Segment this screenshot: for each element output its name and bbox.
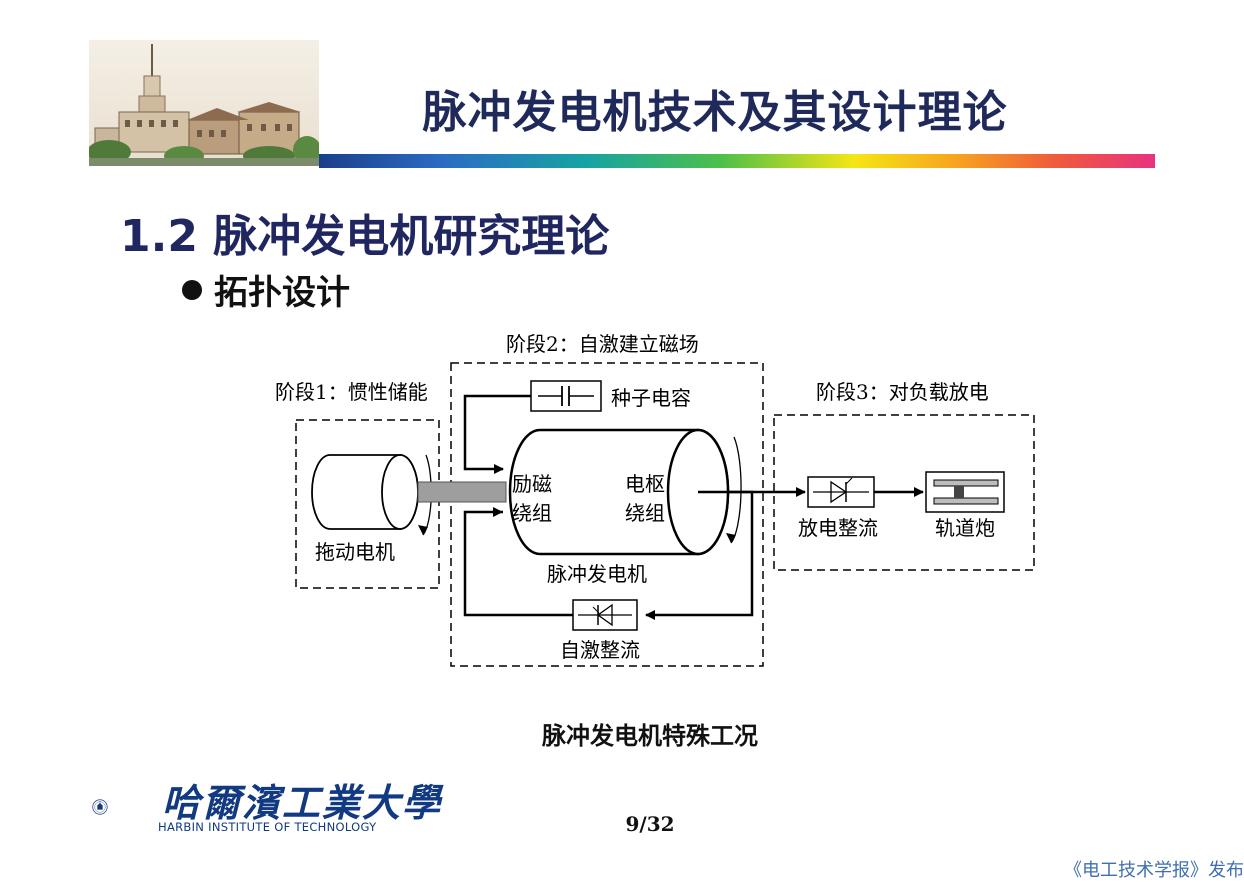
drive-motor-symbol	[311, 454, 432, 536]
stage2-label: 阶段2：自激建立磁场	[506, 332, 699, 356]
bullet-dot-icon	[182, 279, 202, 300]
drive-motor-label: 拖动电机	[315, 540, 395, 564]
bullet-text: 拓扑设计	[214, 273, 350, 313]
stage1-label: 阶段1：惯性储能	[275, 380, 428, 404]
pulse-generator-diagram: 阶段1：惯性储能 阶段2：自激建立磁场 阶段3：对负载放电 种子电容 自激整流 …	[275, 332, 1035, 667]
hit-emblem-icon	[92, 799, 108, 815]
publisher-credit: 《电工技术学报》发布	[1064, 860, 1244, 881]
armature-winding-label-line2: 绕组	[625, 501, 665, 525]
seed-capacitor-label: 种子电容	[611, 386, 691, 410]
railgun-symbol	[925, 471, 1005, 513]
campus-photo	[89, 40, 319, 166]
feedback-wire-return	[463, 510, 573, 617]
stage1-box	[295, 419, 440, 589]
pulse-generator-label: 脉冲发电机	[547, 562, 647, 586]
armature-winding-label-line1: 电枢	[625, 472, 665, 496]
self-excited-rectifier-label: 自激整流	[560, 638, 640, 662]
stage3-label: 阶段3：对负载放电	[816, 380, 989, 404]
stage2-box	[450, 362, 764, 667]
page-number: 9/32	[625, 812, 675, 836]
capacitor-wire	[463, 394, 531, 474]
stage3-box	[773, 414, 1035, 571]
university-name-en: HARBIN INSTITUTE OF TECHNOLOGY	[158, 820, 377, 834]
university-name-cn: 哈爾濱工業大學	[162, 780, 443, 825]
field-winding-label-line1: 励磁	[512, 472, 552, 496]
railgun-label: 轨道炮	[935, 516, 995, 540]
figure-caption: 脉冲发电机特殊工况	[542, 722, 758, 750]
bullet-item: 拓扑设计	[182, 265, 350, 314]
page-header-title: 脉冲发电机技术及其设计理论	[422, 87, 1008, 138]
discharge-rectifier-label: 放电整流	[798, 516, 878, 540]
shaft-coupling	[417, 481, 507, 503]
header-rainbow-bar	[319, 154, 1155, 168]
pulse-generator-symbol	[508, 428, 742, 556]
section-title: 1.2 脉冲发电机研究理论	[120, 211, 610, 262]
field-winding-label-line2: 绕组	[512, 501, 552, 525]
